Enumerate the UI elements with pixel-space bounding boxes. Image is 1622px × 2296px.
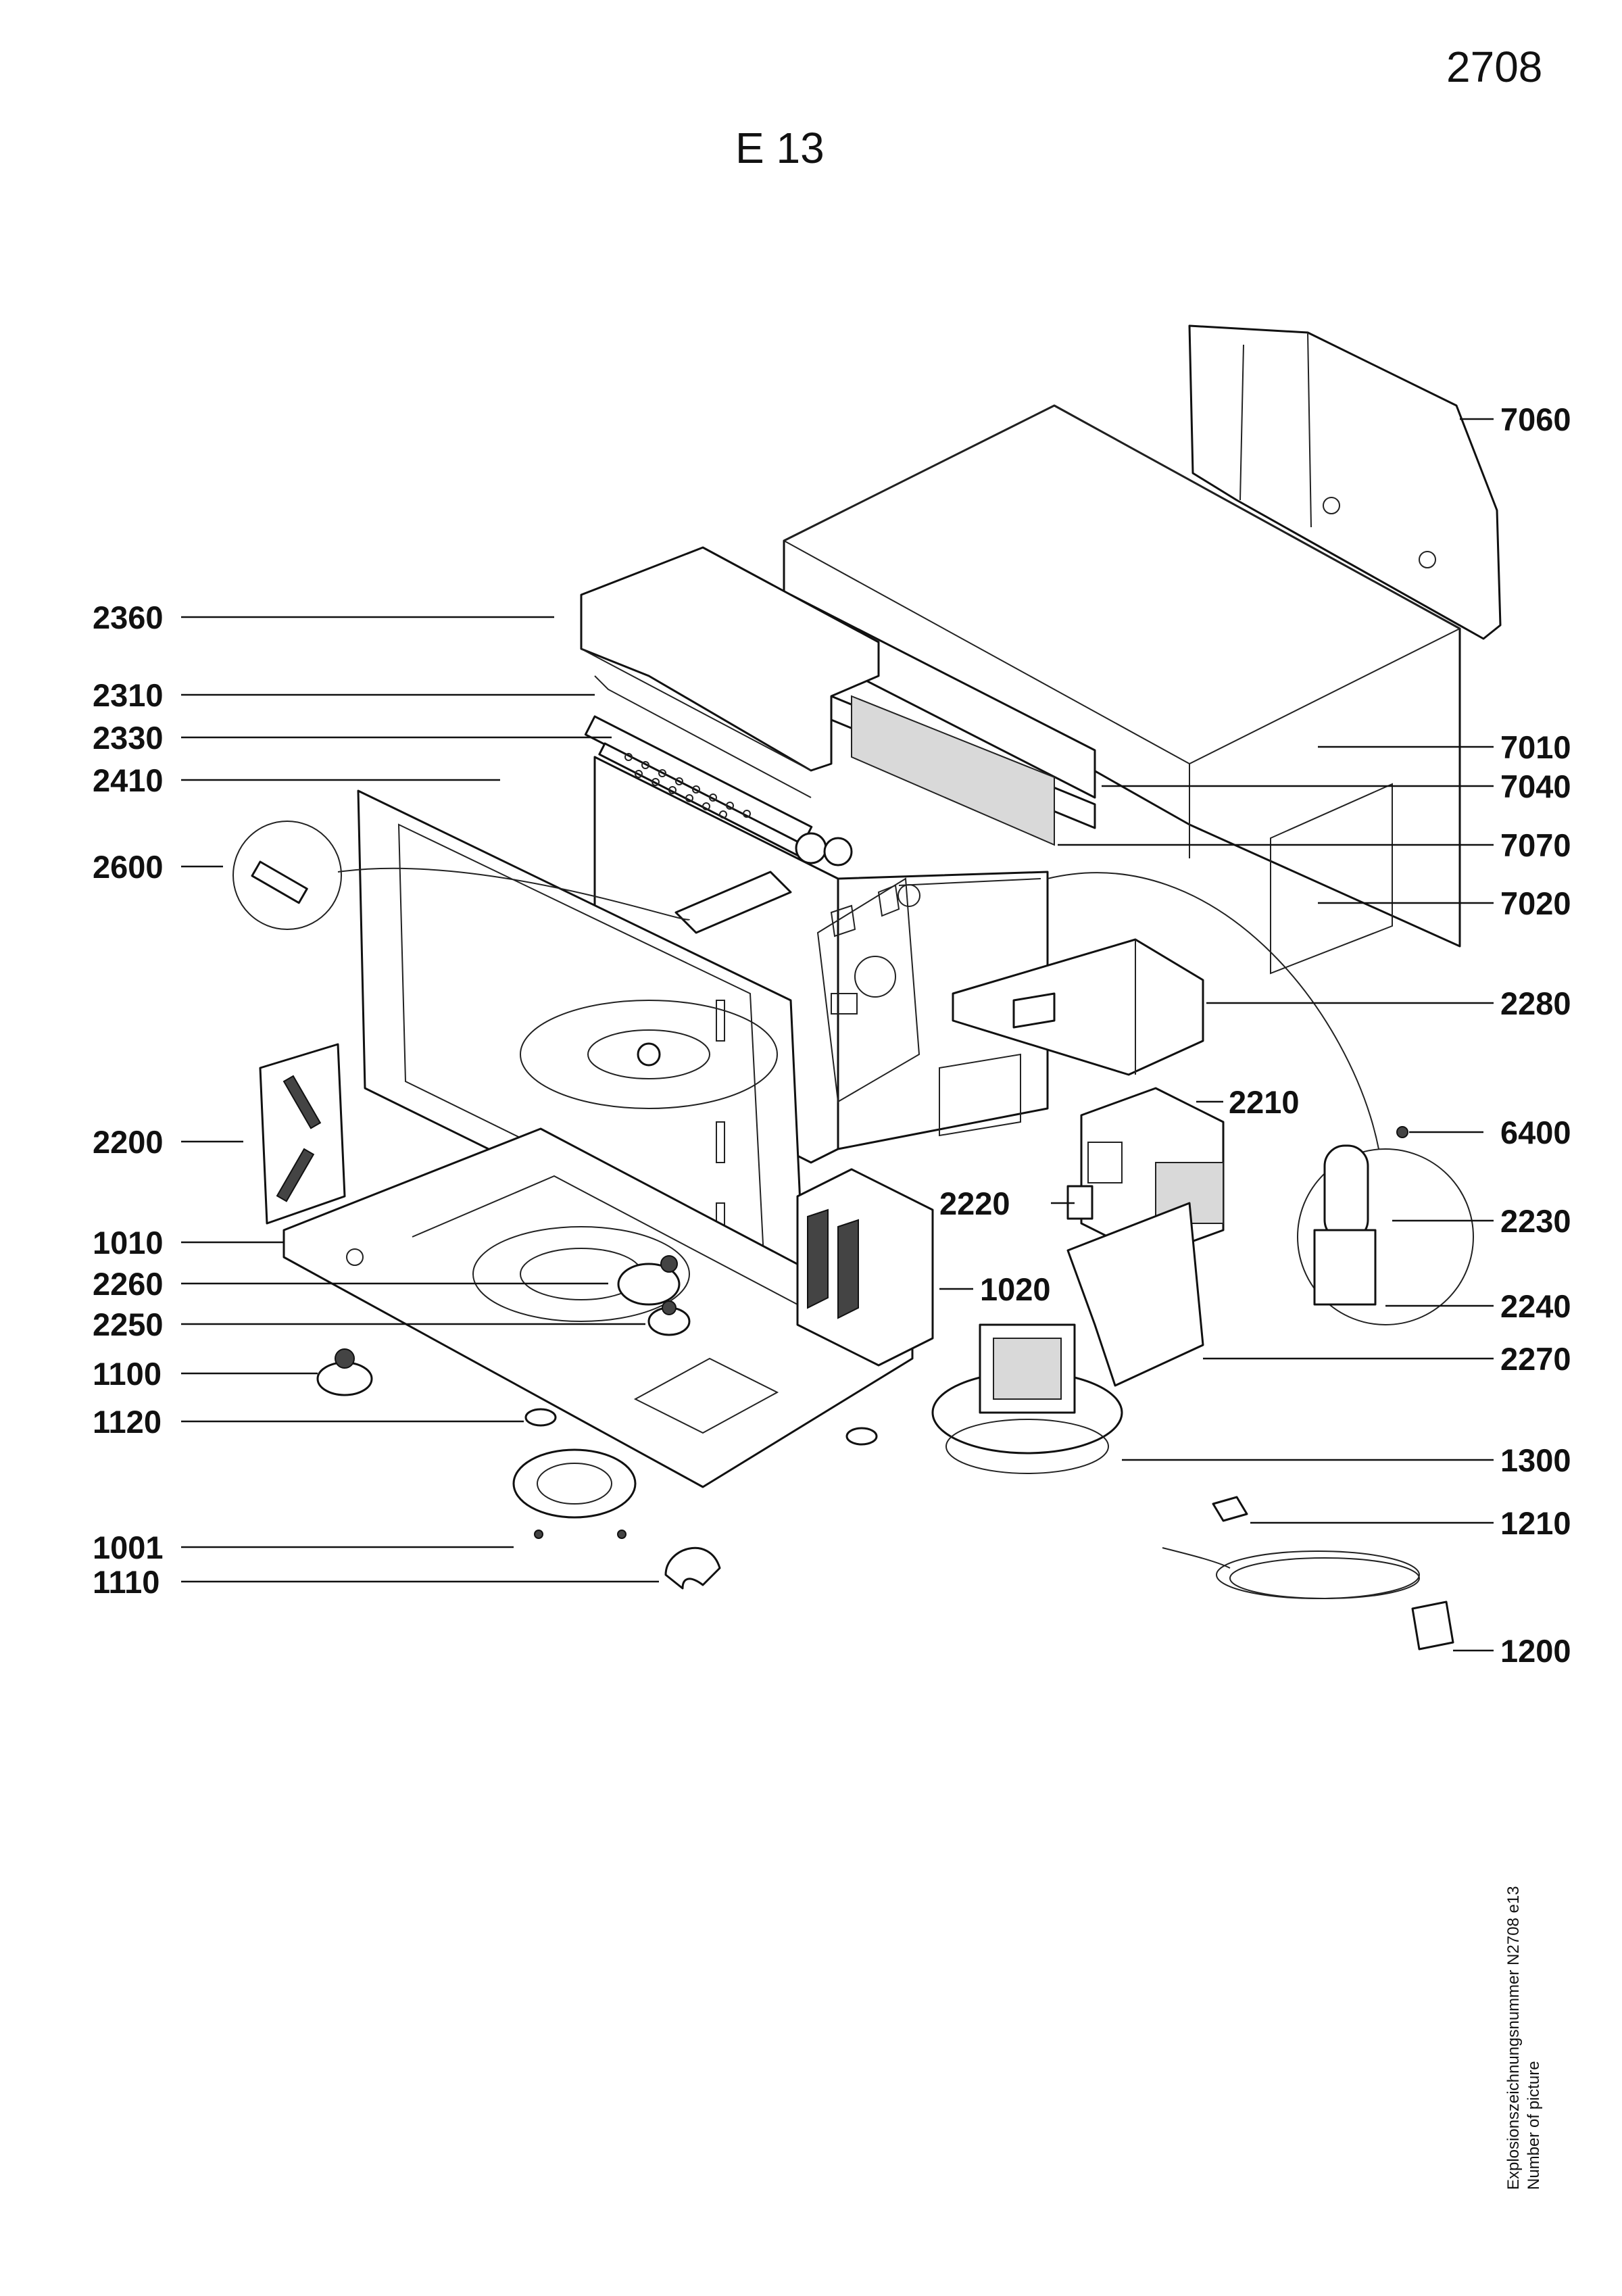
section-code: E 13 xyxy=(735,124,825,172)
turntable-ring-1001 xyxy=(512,1448,637,1539)
quartz-heater-2310 xyxy=(584,715,853,866)
callout-7040: 7040 xyxy=(1500,768,1571,804)
latch-1110 xyxy=(664,1547,721,1590)
callout-2280: 2280 xyxy=(1500,985,1571,1021)
callout-2250: 2250 xyxy=(93,1306,164,1342)
callout-2200: 2200 xyxy=(93,1124,164,1160)
callout-1120: 1120 xyxy=(93,1404,162,1440)
top-cover-2360 xyxy=(580,546,880,798)
callout-7010: 7010 xyxy=(1500,729,1571,765)
cover-2280 xyxy=(952,938,1204,1076)
panel-7070 xyxy=(851,695,1055,846)
callout-1020: 1020 xyxy=(980,1271,1051,1307)
callout-1100: 1100 xyxy=(93,1356,162,1392)
page-number: 2708 xyxy=(1446,43,1543,91)
callout-1001: 1001 xyxy=(93,1530,164,1565)
drawing-caption: Explosionszeichnungsnummer N2708 e13 Num… xyxy=(1504,1825,1544,2190)
callout-2210: 2210 xyxy=(1229,1084,1300,1120)
duct-2270 xyxy=(1066,1202,1204,1387)
power-cord-1200 xyxy=(1162,1547,1454,1651)
roller-1100 xyxy=(316,1348,373,1396)
leader-lines xyxy=(181,418,1494,1652)
callout-6400: 6400 xyxy=(1500,1115,1571,1150)
callout-2330: 2330 xyxy=(93,720,164,756)
coupler-2250 xyxy=(647,1300,691,1336)
callout-1110: 1110 xyxy=(93,1564,160,1600)
callout-2360: 2360 xyxy=(93,600,164,635)
motor-2260 xyxy=(617,1255,681,1306)
callout-7070: 7070 xyxy=(1500,827,1571,863)
callout-2240: 2240 xyxy=(1500,1288,1571,1324)
callout-2310: 2310 xyxy=(93,677,164,713)
callout-2410: 2410 xyxy=(93,762,164,798)
callout-1210: 1210 xyxy=(1500,1505,1571,1541)
detail-circle-hv-diode xyxy=(1047,872,1474,1325)
choke-cover-2200 xyxy=(259,1043,346,1225)
ventilation-holes xyxy=(624,753,751,819)
callout-2260: 2260 xyxy=(93,1266,164,1302)
detail-circle-2600 xyxy=(232,821,690,930)
insulator-2410 xyxy=(674,871,792,934)
fan-motor-1300 xyxy=(931,1323,1123,1474)
callout-1200: 1200 xyxy=(1500,1633,1571,1669)
feet-1120 xyxy=(524,1408,878,1446)
transformer-1020 xyxy=(796,1168,934,1367)
caption-line-1: Explosionszeichnungsnummer N2708 e13 xyxy=(1504,1886,1523,2190)
callout-2220: 2220 xyxy=(939,1186,1010,1221)
caption-line-2: Number of picture xyxy=(1525,2061,1543,2190)
callout-7060: 7060 xyxy=(1500,401,1571,437)
clip-1210 xyxy=(1212,1496,1248,1522)
callout-2600: 2600 xyxy=(93,849,164,885)
callout-1010: 1010 xyxy=(93,1225,164,1261)
callout-2270: 2270 xyxy=(1500,1341,1571,1377)
rear-panel-7060 xyxy=(1188,324,1502,640)
callout-2230: 2230 xyxy=(1500,1203,1571,1239)
callout-7020: 7020 xyxy=(1500,885,1571,921)
callout-1300: 1300 xyxy=(1500,1442,1571,1478)
